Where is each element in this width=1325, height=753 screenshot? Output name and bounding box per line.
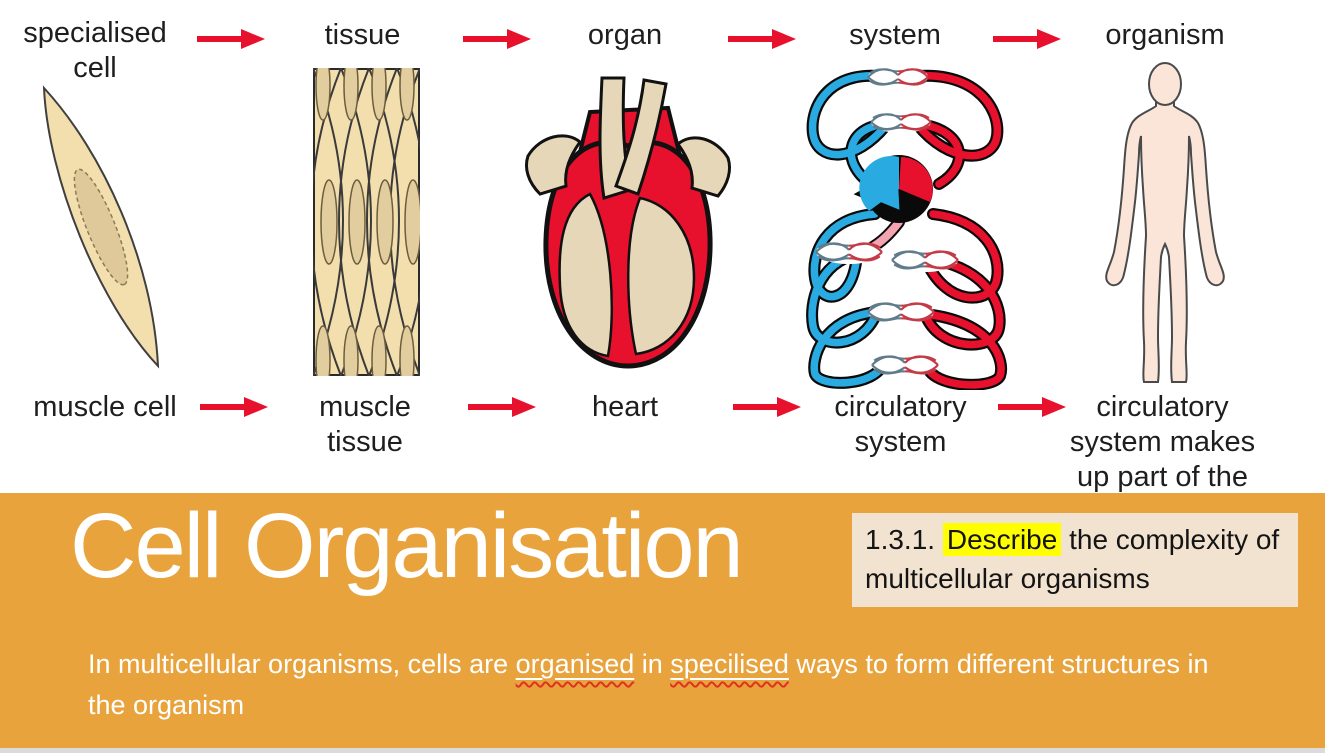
muscle-tissue-illustration	[313, 68, 420, 376]
arrow-right-icon	[468, 397, 536, 417]
body-segment: In multicellular organisms, cells are	[88, 649, 516, 679]
label-tissue: tissue	[324, 19, 401, 51]
arrow-right-icon	[728, 29, 796, 49]
label-circulatory-system-organism: circulatory system makes up part of the	[1069, 391, 1256, 493]
learning-objective-box: 1.3.1. Describe the complexity of multic…	[852, 513, 1298, 607]
arrow-right-icon	[733, 397, 801, 417]
heart-illustration	[525, 76, 732, 369]
arrow-right-icon	[200, 397, 268, 417]
label-system: system	[849, 19, 941, 51]
label-organism: organism	[1105, 19, 1225, 51]
label-circulatory-system: circulatory system	[834, 391, 967, 458]
label-organ: organ	[587, 19, 663, 51]
label-muscle-tissue: muscle tissue	[319, 391, 411, 458]
circulatory-system-illustration	[806, 65, 1008, 390]
label-heart: heart	[591, 391, 659, 423]
slide-body-text: In multicellular organisms, cells are or…	[88, 644, 1238, 726]
label-specialised-cell: specialised cell	[23, 17, 167, 84]
arrow-right-icon	[197, 29, 265, 49]
human-body-illustration	[1105, 62, 1225, 383]
body-segment: ways to form different structures in the…	[88, 649, 1209, 720]
arrow-right-icon	[993, 29, 1061, 49]
bottom-edge-strip	[0, 748, 1325, 753]
label-muscle-cell: muscle cell	[33, 391, 177, 423]
objective-number: 1.3.1.	[865, 524, 943, 555]
slide-title: Cell Organisation	[70, 495, 744, 597]
underlined-word-organised: organised	[515, 649, 635, 679]
body-segment: in	[634, 649, 671, 679]
objective-text: the complexity of multicellular organism…	[865, 524, 1280, 594]
objective-highlighted-word: Describe	[942, 523, 1062, 556]
underlined-word-specilised: specilised	[670, 649, 789, 679]
arrow-right-icon	[998, 397, 1066, 417]
arrow-right-icon	[463, 29, 531, 49]
muscle-cell-illustration	[42, 85, 160, 369]
